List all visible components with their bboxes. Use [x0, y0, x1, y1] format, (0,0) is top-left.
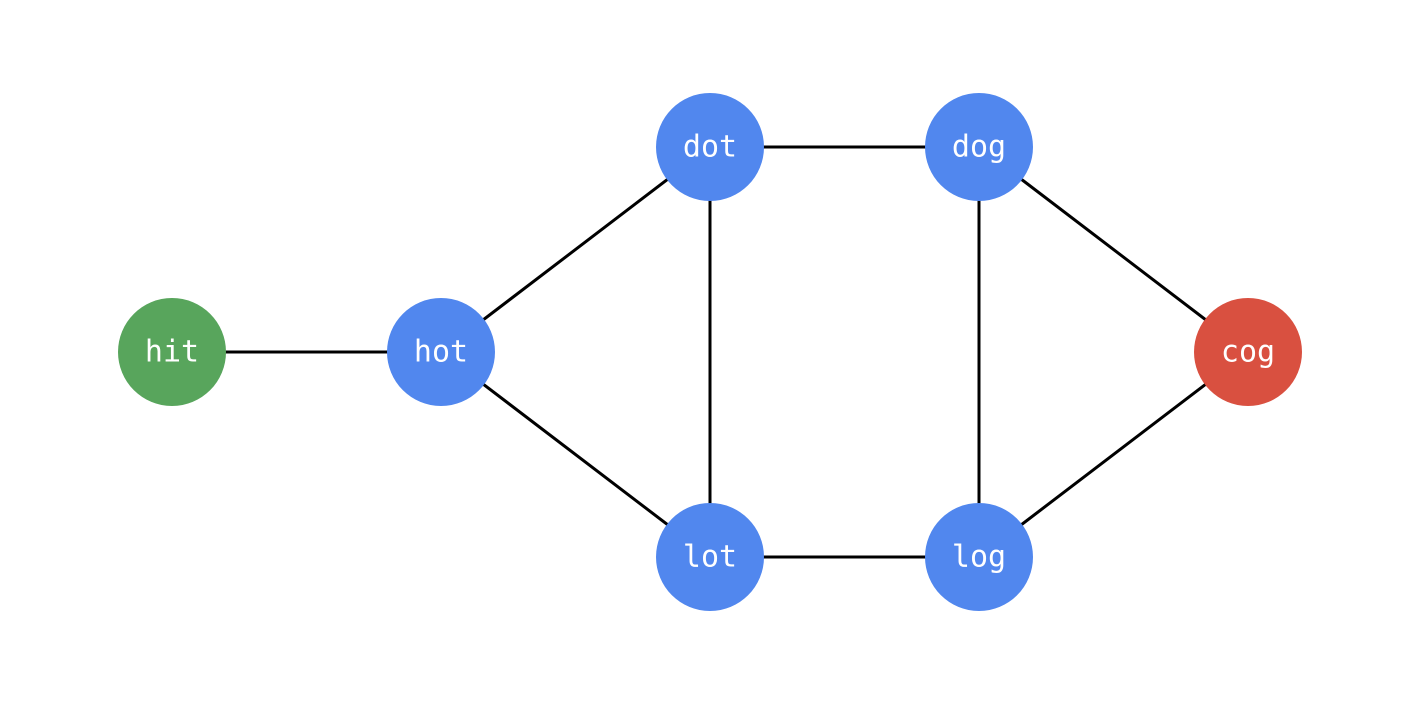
- node-cog: cog: [1194, 298, 1302, 406]
- node-circle-hot: [387, 298, 495, 406]
- node-log: log: [925, 503, 1033, 611]
- graph-edges: [170, 145, 1250, 559]
- edge-dog-cog: [977, 145, 1250, 354]
- node-circle-dog: [925, 93, 1033, 201]
- node-circle-dot: [656, 93, 764, 201]
- node-label-hit: hit: [145, 335, 199, 370]
- edge-log-cog: [977, 350, 1250, 559]
- node-label-dot: dot: [683, 130, 737, 165]
- edge-hot-dot: [439, 145, 712, 354]
- node-circle-hit: [118, 298, 226, 406]
- node-circle-cog: [1194, 298, 1302, 406]
- node-label-cog: cog: [1221, 335, 1275, 370]
- edge-hot-lot: [439, 350, 712, 559]
- node-dot: dot: [656, 93, 764, 201]
- node-label-log: log: [952, 540, 1006, 575]
- graph-nodes: hit hot dot lot dog log cog: [118, 93, 1302, 611]
- node-lot: lot: [656, 503, 764, 611]
- node-circle-lot: [656, 503, 764, 611]
- node-label-lot: lot: [683, 540, 737, 575]
- node-hot: hot: [387, 298, 495, 406]
- node-dog: dog: [925, 93, 1033, 201]
- node-hit: hit: [118, 298, 226, 406]
- node-label-hot: hot: [414, 335, 468, 370]
- node-circle-log: [925, 503, 1033, 611]
- node-label-dog: dog: [952, 130, 1006, 165]
